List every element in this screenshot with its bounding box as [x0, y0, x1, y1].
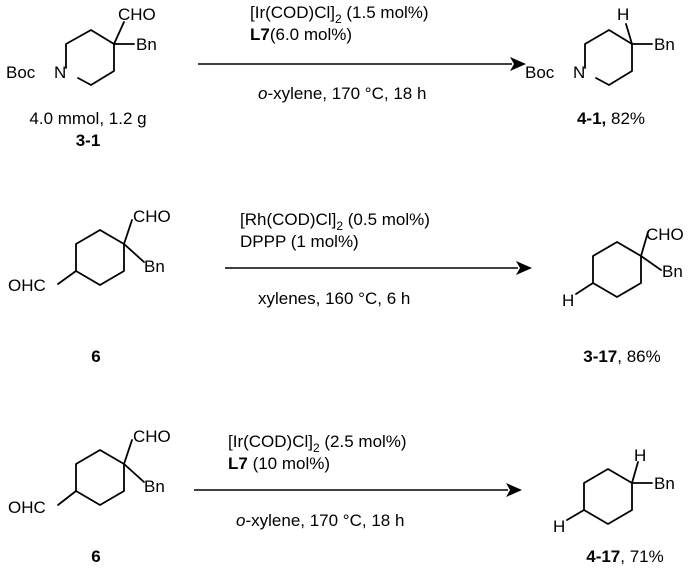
nitrogen-label: N [54, 63, 66, 82]
ring-to-bn-bond-a [123, 243, 145, 263]
quaternary-to-cho-bond [113, 21, 125, 45]
ohc-label-a: OHC [8, 276, 46, 295]
product-to-h-top-bond [631, 461, 639, 484]
substrate-6-structure-b: CHO Bn OHC [8, 427, 171, 517]
substrate-6-structure-a: CHO Bn OHC [8, 207, 171, 295]
cyclohexane-ring-b [75, 449, 125, 506]
product-nitrogen-label: N [573, 63, 585, 82]
piperidine-ring-right [77, 43, 115, 86]
ring-to-ohc-bond-b [57, 490, 77, 506]
product-4-17-structure: H Bn H [553, 446, 675, 536]
ring-to-ohc-bond-a [57, 270, 77, 285]
ligand-line-3: L7 (10 mol%) [228, 454, 330, 473]
conditions-reaction-3: [Ir(COD)Cl]2 (2.5 mol%) L7 (10 mol%) o-x… [228, 432, 407, 530]
product-ring-4-17 [583, 468, 633, 525]
cyclohexane-ring-a [75, 229, 125, 286]
product-to-h-bond [625, 23, 633, 45]
ligand-line-2: DPPP (1 mol%) [240, 232, 359, 251]
boc-label: Boc [6, 63, 36, 82]
cho-label-a: CHO [133, 207, 171, 226]
product-3-17-structure: CHO Bn H [562, 225, 684, 310]
piperidine-ring-left [65, 29, 115, 69]
ohc-label-b: OHC [8, 498, 46, 517]
bn-label-b: Bn [144, 477, 165, 496]
catalyst-line-1: [Ir(COD)Cl]2 (1.5 mol%) [250, 3, 429, 26]
solvent-line-1: o-xylene, 170 °C, 18 h [258, 84, 426, 103]
ligand-line-1: L7(6.0 mol%) [250, 25, 352, 44]
product-to-bn-bond-3-17 [640, 255, 662, 271]
bn-label: Bn [136, 35, 157, 54]
product-cho-label: CHO [646, 225, 684, 244]
substrate-scale-label: 4.0 mmol, 1.2 g [29, 109, 146, 128]
arrowhead-2 [516, 261, 532, 275]
product-label-4-1: 4-1, 82% [577, 109, 645, 128]
product-to-h-bond-3-17 [575, 282, 594, 295]
h-label-4-1: H [617, 5, 629, 24]
conditions-reaction-1: [Ir(COD)Cl]2 (1.5 mol%) L7(6.0 mol%) o-x… [250, 3, 429, 103]
product-bn-label-3-17: Bn [662, 262, 683, 281]
substrate-3-1-structure: CHO Bn Boc N [6, 5, 157, 86]
product-boc-label: Boc [525, 63, 555, 82]
ring-to-bn-bond-b [123, 463, 145, 483]
substrate-id-6-b: 6 [91, 547, 100, 566]
bn-label-a: Bn [144, 257, 165, 276]
product-bn-label-4-17: Bn [654, 474, 675, 493]
product-label-4-17: 4-17, 71% [586, 547, 664, 566]
conditions-reaction-2: [Rh(COD)Cl]2 (0.5 mol%) DPPP (1 mol%) xy… [240, 210, 430, 308]
ring-to-cho-bond-a [123, 219, 133, 245]
product-to-cho-bond [640, 231, 649, 257]
h-label-3-17: H [562, 291, 574, 310]
catalyst-line-3: [Ir(COD)Cl]2 (2.5 mol%) [228, 432, 407, 455]
cho-label: CHO [118, 5, 156, 24]
ring-to-cho-bond-b [123, 439, 133, 465]
product-bn-label: Bn [654, 35, 675, 54]
catalyst-line-2: [Rh(COD)Cl]2 (0.5 mol%) [240, 210, 430, 233]
product-ring-right [595, 43, 633, 86]
product-to-h-bottom-bond [566, 509, 585, 521]
solvent-line-2: xylenes, 160 °C, 6 h [258, 289, 410, 308]
substrate-id-3-1: 3-1 [76, 131, 101, 150]
cho-label-b: CHO [133, 427, 171, 446]
product-ring-3-17 [592, 241, 642, 298]
substrate-id-6-a: 6 [91, 347, 100, 366]
solvent-line-3: o-xylene, 170 °C, 18 h [236, 511, 404, 530]
product-ring-left [584, 29, 633, 69]
product-label-3-17: 3-17, 86% [583, 347, 661, 366]
h-label-4-17-top: H [634, 446, 646, 465]
arrowhead-3 [506, 483, 522, 497]
h-label-4-17-bottom: H [553, 517, 565, 536]
arrowhead-1 [510, 57, 526, 71]
product-4-1-structure: H Bn Boc N [525, 5, 675, 86]
